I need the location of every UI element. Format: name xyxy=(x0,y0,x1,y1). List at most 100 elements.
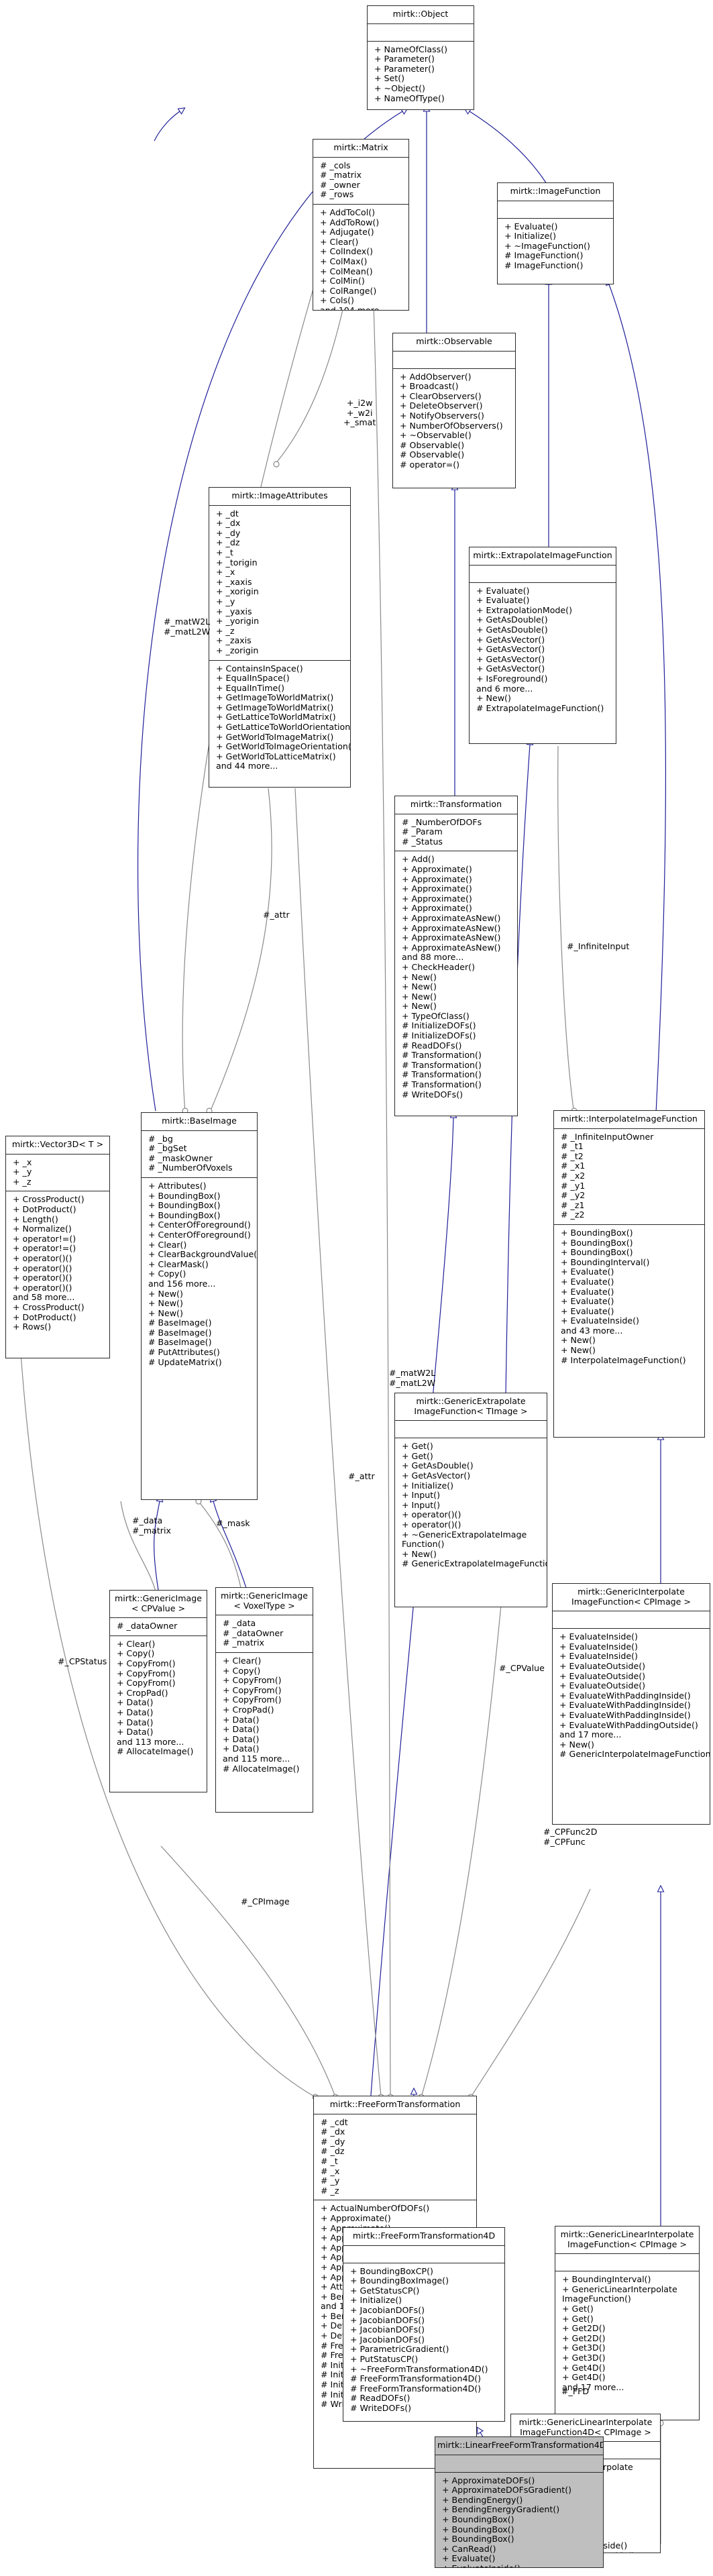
class-attribute: # _z1 xyxy=(561,1199,585,1210)
class-method: + GetAsVector() xyxy=(476,644,545,655)
class-image-attributes[interactable]: mirtk::ImageAttributes+ _dt+ _dx+ _dy+ _… xyxy=(209,487,351,788)
class-method: # GenericExtrapolateImageFunction() xyxy=(402,1558,547,1569)
class-methods: + ApproximateDOFs()+ ApproximateDOFsGrad… xyxy=(435,2471,603,2567)
edge-label-line: #_attr xyxy=(263,910,290,920)
class-generic-image-voxeltype[interactable]: mirtk::GenericImage< VoxelType ># _data#… xyxy=(215,1587,313,1813)
class-method: + Parameter() xyxy=(374,54,435,64)
class-method: + operator()() xyxy=(13,1282,72,1293)
class-method: + Get4D() xyxy=(562,2372,606,2383)
class-method: + Get() xyxy=(562,2313,594,2324)
class-interpolate-image-function[interactable]: mirtk::InterpolateImageFunction# _Infini… xyxy=(553,1110,705,1438)
class-method: + ~GenericExtrapolateImage xyxy=(402,1529,527,1540)
class-extrapolate-image-function[interactable]: mirtk::ExtrapolateImageFunction+ Evaluat… xyxy=(469,547,616,744)
class-methods: + Get()+ Get()+ GetAsDouble()+ GetAsVect… xyxy=(395,1438,547,1573)
class-method: + New() xyxy=(402,971,437,982)
class-attribute: + _dz xyxy=(216,537,240,548)
class-title-line: mirtk::LinearFreeFormTransformation4D xyxy=(437,2440,604,2450)
class-method: + BoundingBox() xyxy=(561,1227,633,1238)
class-attribute: # _t1 xyxy=(561,1141,584,1152)
class-title-line: < CPValue > xyxy=(131,1603,186,1613)
class-method: + Input() xyxy=(402,1499,440,1510)
class-method: + Get3D() xyxy=(562,2352,606,2363)
class-method: + EvaluateInside() xyxy=(559,1641,638,1652)
class-method: + Input() xyxy=(402,1490,440,1501)
class-methods: + BoundingInterval()+ GenericLinearInter… xyxy=(555,2271,699,2396)
class-method: + ClearBackgroundValue() xyxy=(148,1249,258,1260)
edge-genericimage-voxel-to-baseimage xyxy=(213,1501,248,1591)
class-attribute: # _data xyxy=(223,1618,256,1629)
edge-matrix-usage-ffd xyxy=(372,281,391,2098)
class-method: # FreeFormTransformation4D() xyxy=(350,2373,482,2384)
class-attribute: + _xaxis xyxy=(216,576,252,587)
class-method: + CopyFrom() xyxy=(117,1658,176,1668)
class-method: + EvaluateInside() xyxy=(442,2563,600,2567)
class-matrix[interactable]: mirtk::Matrix# _cols# _matrix# _owner# _… xyxy=(313,139,409,311)
class-method: + ExtrapolationMode() xyxy=(476,604,572,615)
class-attribute: # _Param xyxy=(402,826,443,837)
edge-basetoimages-data xyxy=(120,1501,156,1592)
class-method: + TypeOfClass() xyxy=(402,1010,470,1021)
class-method: + EvaluateWithPaddingOutside() xyxy=(559,1719,698,1730)
class-method: + EqualInSpace() xyxy=(216,673,290,684)
class-method: + PutStatusCP() xyxy=(350,2353,419,2364)
class-method: + BendingEnergy() xyxy=(442,2494,523,2505)
class-linear-free-form-transformation-4d[interactable]: mirtk::LinearFreeFormTransformation4D+ A… xyxy=(435,2436,604,2568)
class-method: + NameOfType() xyxy=(374,93,445,103)
class-title-line: mirtk::FreeFormTransformation xyxy=(329,2099,461,2109)
class-method: + New() xyxy=(561,1335,596,1346)
class-method: + Approximate() xyxy=(321,2212,391,2223)
class-method: + Evaluate() xyxy=(561,1267,614,1277)
class-methods: + Clear()+ Copy()+ CopyFrom()+ CopyFrom(… xyxy=(216,1652,313,1778)
class-methods: + Evaluate()+ Initialize()+ ~ImageFuncti… xyxy=(498,217,613,275)
class-method: + BoundingInterval() xyxy=(562,2274,651,2285)
class-attribute: + _x xyxy=(13,1157,32,1167)
class-method: + GetWorldToLatticeMatrix() xyxy=(216,751,336,761)
class-method: + Get() xyxy=(402,1441,433,1452)
class-title: mirtk::Vector3D< T > xyxy=(6,1136,109,1154)
class-method: and 43 more... xyxy=(561,1325,623,1336)
class-attribute: + _dx xyxy=(216,518,241,529)
class-title: mirtk::LinearFreeFormTransformation4D xyxy=(435,2437,603,2455)
class-attribute: # _InfiniteInputOwner xyxy=(561,1131,654,1142)
class-free-form-transformation-4d[interactable]: mirtk::FreeFormTransformation4D+ Boundin… xyxy=(343,2227,505,2422)
class-title-line: mirtk::BaseImage xyxy=(162,1116,237,1126)
class-title: mirtk::ExtrapolateImageFunction xyxy=(470,547,616,565)
class-method: # BaseImage() xyxy=(148,1337,212,1348)
class-observable[interactable]: mirtk::Observable+ AddObserver()+ Broadc… xyxy=(392,333,516,488)
class-attribute: # _t xyxy=(321,2155,338,2166)
edge-label-line: #_attr xyxy=(348,1471,375,1481)
class-method: + ParametricGradient() xyxy=(350,2344,449,2355)
class-image-function[interactable]: mirtk::ImageFunction+ Evaluate()+ Initia… xyxy=(497,182,614,284)
class-method: and 17 more... xyxy=(559,1729,622,1740)
class-title: mirtk::Object xyxy=(368,6,474,23)
class-method: + ~FreeFormTransformation4D() xyxy=(350,2363,488,2374)
class-attribute: # _x1 xyxy=(561,1161,586,1171)
class-generic-image-cpvalue[interactable]: mirtk::GenericImage< CPValue ># _dataOwn… xyxy=(109,1590,207,1792)
class-object[interactable]: mirtk::Object+ NameOfClass()+ Parameter(… xyxy=(367,5,474,110)
class-vector3d[interactable]: mirtk::Vector3D< T >+ _x+ _y+ _z+ CrossP… xyxy=(5,1136,110,1358)
class-method: + operator()() xyxy=(402,1509,461,1520)
class-method: and 113 more... xyxy=(117,1736,184,1747)
class-transformation[interactable]: mirtk::Transformation# _NumberOfDOFs# _P… xyxy=(394,796,518,1116)
class-method: + EqualInTime() xyxy=(216,682,285,693)
class-title-line: mirtk::Transformation xyxy=(410,799,502,809)
class-method: + CopyFrom() xyxy=(117,1678,176,1688)
class-method: + ColRange() xyxy=(320,285,377,296)
class-method: + operator!=() xyxy=(13,1243,76,1254)
class-method: + Approximate() xyxy=(402,883,472,894)
class-method: # BaseImage() xyxy=(148,1327,212,1338)
class-title-line: mirtk::Object xyxy=(392,9,449,19)
class-method: + GetWorldToImageOrientation() xyxy=(216,741,351,752)
class-base-image[interactable]: mirtk::BaseImage# _bg# _bgSet# _maskOwne… xyxy=(141,1112,258,1500)
class-method: # Transformation() xyxy=(402,1050,482,1061)
class-method: + ApproximateDOFs() xyxy=(442,2475,535,2485)
class-method: + CenterOfForeground() xyxy=(148,1220,251,1230)
class-attribute: # _x2 xyxy=(561,1170,586,1181)
class-method: and 17 more... xyxy=(562,2381,624,2392)
class-method: + Broadcast() xyxy=(400,381,459,392)
class-attribute: # _bg xyxy=(148,1133,173,1144)
